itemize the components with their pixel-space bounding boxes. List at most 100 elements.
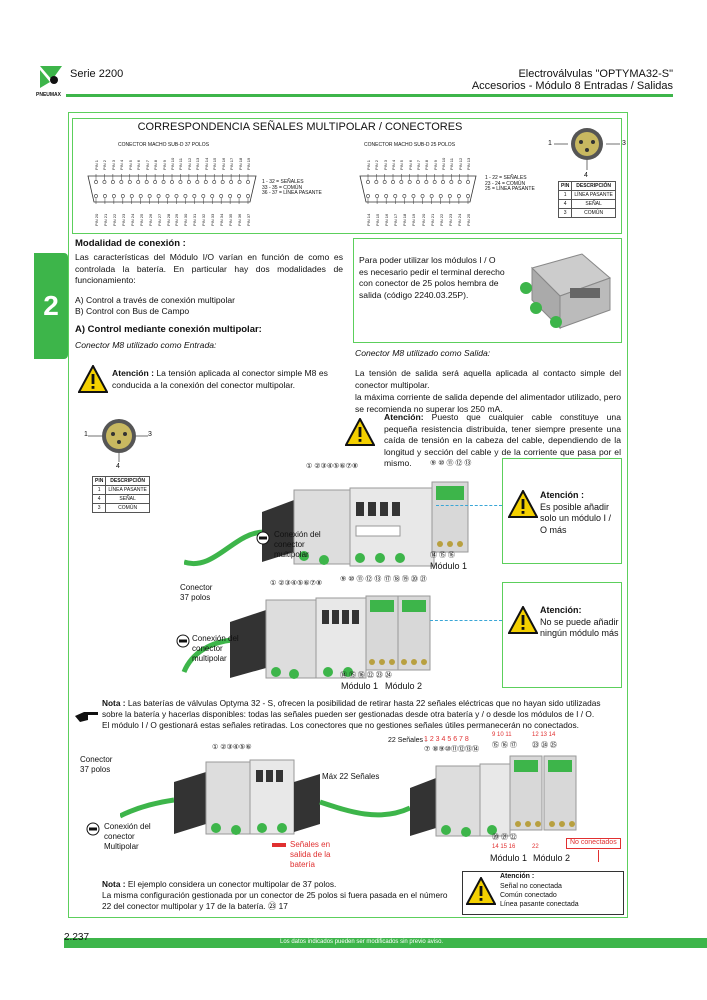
connector-pin xyxy=(449,180,454,184)
output-warning-bold: Atención: xyxy=(384,412,424,422)
connector-pin xyxy=(219,194,224,198)
connector-pin xyxy=(192,194,197,198)
red-legend-swatch xyxy=(272,843,286,847)
option-a: A) Control a través de conexión multipol… xyxy=(75,295,236,305)
info-box xyxy=(353,238,622,343)
connector-pin xyxy=(457,180,462,184)
nota1-text2: El módulo I / O gestionará estas señales… xyxy=(102,719,579,730)
heading-a: A) Control mediante conexión multipolar: xyxy=(75,324,262,335)
connector-pin xyxy=(441,180,445,184)
connector-pin xyxy=(411,194,416,198)
section-tab: 2 xyxy=(34,253,68,359)
connector-pin xyxy=(466,180,470,184)
connector-pin xyxy=(201,194,206,198)
connector-pin xyxy=(407,180,412,184)
connector-pin xyxy=(195,180,200,184)
nota2-text2: La misma configuración gestionada por un… xyxy=(102,890,448,912)
valve-battery-diagram-2 xyxy=(172,582,432,692)
nota1-text: Las baterías de válvulas Optyma 32 - S, … xyxy=(102,698,601,719)
diagram3-no-connected: No conectados xyxy=(566,838,621,849)
nota2: Nota : El ejemplo considera un conector … xyxy=(102,879,452,913)
connection-heading: Modalidad de conexión : xyxy=(75,238,186,249)
diagram3-module2-label: Módulo 2 xyxy=(533,853,571,863)
diagram3-module1-bottom-red: 14 15 16 xyxy=(492,844,516,850)
header-rule xyxy=(66,94,673,97)
connector-pin xyxy=(165,194,170,198)
connector-pin xyxy=(178,180,183,184)
diagram1-top-numbers: ① ②③④⑤⑥⑦⑧ xyxy=(306,463,359,470)
connector25-title: CONECTOR MACHO SUB-D 25 POLOS xyxy=(364,142,456,148)
connector-pin xyxy=(186,180,191,184)
connector-pin xyxy=(119,180,124,184)
correspondence-title: CORRESPONDENCIA SEÑALES MULTIPOLAR / CON… xyxy=(137,121,463,133)
signal-out-icon xyxy=(176,634,190,648)
desc-cell: COMÚN xyxy=(571,208,616,218)
legend25: 1 - 22 = SEÑALES 23 - 24 = COMÚN 25 = LÍ… xyxy=(485,175,535,193)
diagram3-legend-red: Señales en salida de la batería xyxy=(290,840,331,869)
connector-pin xyxy=(94,180,98,184)
output-warning: Atención: Puesto que cualquier cable con… xyxy=(384,412,621,470)
connector37-diagram xyxy=(84,152,260,228)
diagram3-left-numbers: ① ②③④⑤⑥ xyxy=(212,744,252,751)
connector-pin xyxy=(366,194,370,198)
connection-paragraph: Las características del Módulo I/O varía… xyxy=(75,252,343,286)
diagram2-warning-box xyxy=(502,582,622,688)
connector-pin xyxy=(103,194,107,198)
diagram2-conector-label: Conector 37 polos xyxy=(180,583,213,602)
info-box-text: Para poder utilizar los módulos I / O es… xyxy=(359,255,505,300)
connector-pin xyxy=(229,180,234,184)
diagram2-warning-text: No se puede añadir ningún módulo más xyxy=(540,617,619,639)
diagram2-warning-bold: Atención: xyxy=(540,605,582,615)
m8-connector-icon xyxy=(554,126,620,174)
diagram2-module2-top: ⑰ ⑱ ⑲ ⑳ ㉑ xyxy=(384,576,427,583)
diagram1-warning-text: Es posible añadir solo un módulo I / O m… xyxy=(540,502,612,535)
connector-pin xyxy=(161,180,166,184)
diagram2-conexion-label: Conexión del conector multipolar xyxy=(192,634,239,663)
legend25-line: 1 - 22 = SEÑALES xyxy=(485,175,527,181)
diagram2-module1-label: Módulo 1 xyxy=(341,681,379,691)
diagram1-conexion-label: Conexión del conector multipolar xyxy=(274,530,321,559)
diagram2-module2-label: Módulo 2 xyxy=(385,681,423,691)
connector-pin xyxy=(220,180,225,184)
connector-pin xyxy=(447,194,452,198)
input-warning-bold: Atención : xyxy=(112,368,155,378)
diagram1-module-bottom: ⑭ ⑮ ⑯ xyxy=(430,552,455,559)
diagram3-module1-label: Módulo 1 xyxy=(490,853,528,863)
legend37-line: 1 - 32 = SEÑALES xyxy=(262,179,304,185)
m8-pin-label: 1 xyxy=(84,431,88,438)
diagram2-arrow xyxy=(430,620,502,625)
signal-out-icon xyxy=(256,531,270,545)
connector-pin xyxy=(375,194,379,198)
connector-pin xyxy=(102,180,107,184)
diagram3-module1-top: ⑮ ⑯ ⑰ xyxy=(492,742,517,749)
input-warning-text: La tensión aplicada al conector simple M… xyxy=(112,368,328,390)
connector-pin xyxy=(237,194,241,198)
desc-cell: COMÚN xyxy=(105,503,150,513)
bottom-warning-bold: Atención : xyxy=(500,873,535,880)
connector-pin xyxy=(111,194,116,198)
connector-pin xyxy=(120,194,125,198)
footer-disclaimer: Los datos indicados pueden ser modificad… xyxy=(280,939,444,945)
connector-pin xyxy=(382,180,387,184)
diagram3-red-signals: 1 2 3 4 5 6 7 8 xyxy=(424,736,469,743)
connector-pin xyxy=(228,194,233,198)
bottom-warning-line: Señal no conectada xyxy=(500,883,562,890)
diagram3-conector-label: Conector 37 polos xyxy=(80,755,113,774)
warning-icon xyxy=(507,604,539,634)
diagram3-module1-bottom: ⑳ ㉑ ㉒ xyxy=(492,834,517,841)
connector-pin xyxy=(174,194,179,198)
header-title-1: Electroválvulas "OPTYMA32-S" xyxy=(518,68,673,80)
connector-pin xyxy=(416,180,420,184)
diagram2-top-numbers: ① ②③④⑤⑥⑦⑧ xyxy=(270,580,323,587)
page-number: 2.237 xyxy=(64,932,90,943)
pin-cell: 3 xyxy=(91,503,107,513)
diagram3-module2-top-red: 12 13 14 xyxy=(532,732,556,738)
connector-pin xyxy=(210,194,215,198)
valve-battery-diagram-1 xyxy=(183,462,470,572)
m8-pin-label: 3 xyxy=(148,431,152,438)
connector-pin xyxy=(438,194,443,198)
nota1-bold: Nota : xyxy=(102,698,126,708)
m8-connector-icon xyxy=(84,414,154,464)
diagram1-module-label: Módulo 1 xyxy=(430,561,468,571)
